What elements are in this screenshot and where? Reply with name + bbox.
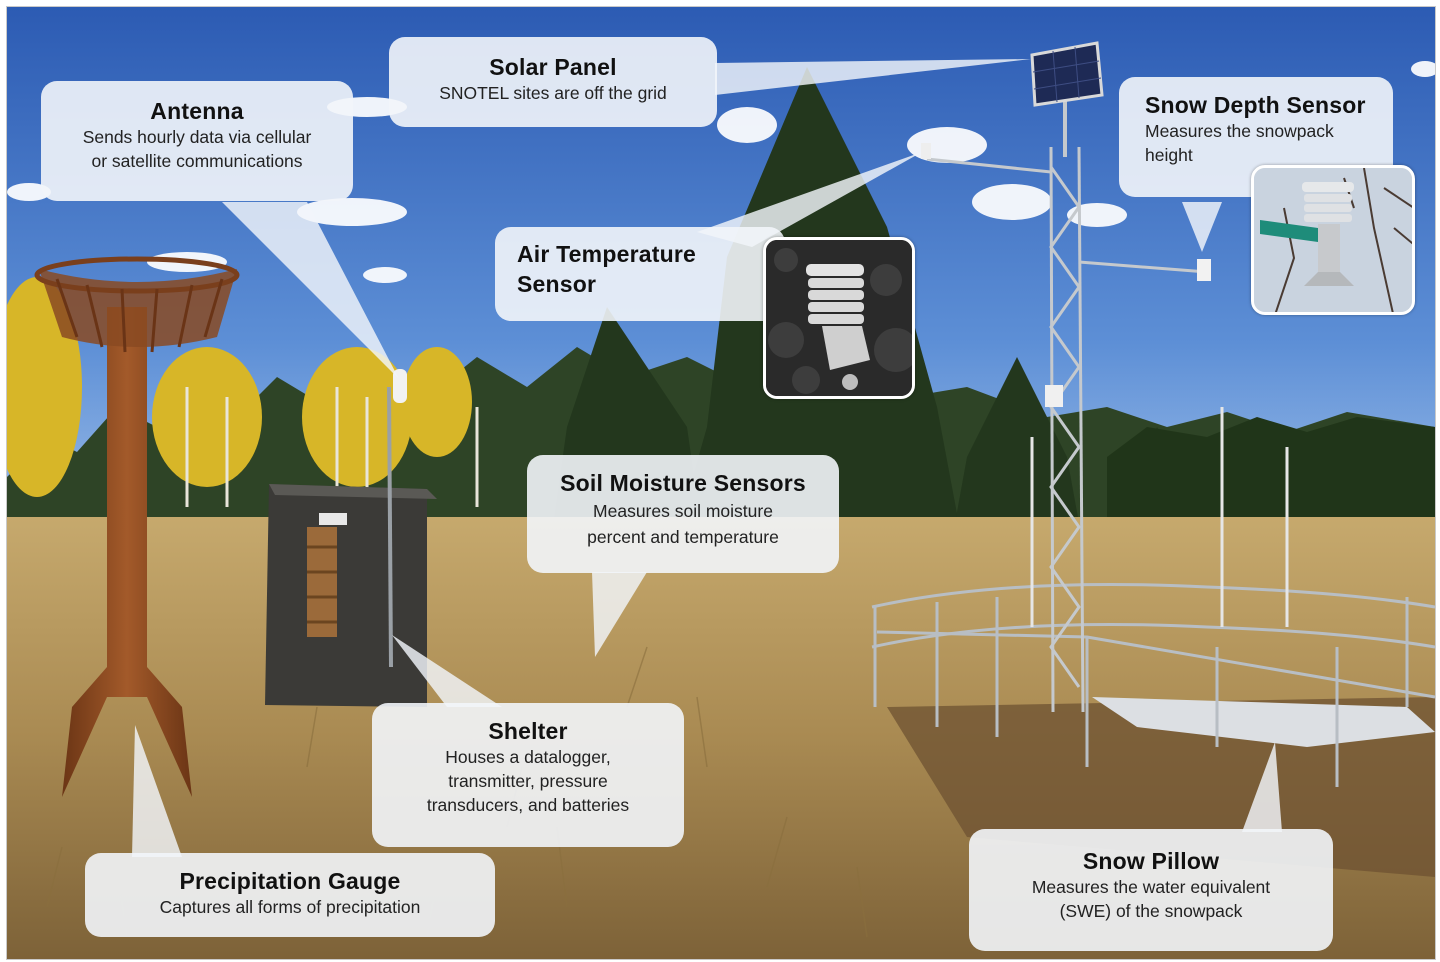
poles <box>1030 407 1289 627</box>
snow-depth-sensor-mount <box>1197 259 1211 281</box>
air-temp-sensor-mount <box>921 143 931 159</box>
solar-panel-title: Solar Panel <box>489 54 617 80</box>
antenna-callout: Antenna Sends hourly data via cellular o… <box>41 81 353 201</box>
air-temp-sensor-inset <box>763 237 915 399</box>
air-temp-title-line1: Air Temperature <box>517 241 696 267</box>
snow-pillow-pointer <box>1242 742 1282 832</box>
shelter-desc-line3: transducers, and batteries <box>426 795 630 815</box>
shelter-pointer <box>392 635 502 707</box>
snow-depth-desc-line2: height <box>1145 145 1193 165</box>
snow-pillow-desc-line1: Measures the water equivalent <box>1031 877 1271 897</box>
precipitation-gauge-structure <box>34 256 240 797</box>
solar-panel-desc: SNOTEL sites are off the grid <box>439 83 667 103</box>
air-temp-callout: Air Temperature Sensor <box>495 227 785 321</box>
snow-pillow-callout: Snow Pillow Measures the water equivalen… <box>969 829 1333 951</box>
callout-pointers <box>132 59 1282 857</box>
snow-depth-title: Snow Depth Sensor <box>1145 92 1366 118</box>
clouds <box>7 61 1435 283</box>
solar-panel <box>1030 41 1104 107</box>
snow-depth-desc-line1: Measures the snowpack <box>1145 121 1334 141</box>
snow-depth-pointer <box>1182 202 1222 252</box>
soil-moisture-desc-line1: Measures soil moisture <box>593 501 773 521</box>
fence <box>871 583 1435 787</box>
soil-moisture-callout: Soil Moisture Sensors Measures soil mois… <box>527 455 839 573</box>
tower-box <box>1045 385 1063 407</box>
solar-panel-callout: Solar Panel SNOTEL sites are off the gri… <box>389 37 717 127</box>
antenna-desc-line1: Sends hourly data via cellular <box>82 127 312 147</box>
air-temp-pointer <box>697 152 922 247</box>
shelter-callout: Shelter Houses a datalogger, transmitter… <box>372 703 684 847</box>
precip-gauge-desc: Captures all forms of precipitation <box>159 897 421 917</box>
antenna-desc-line2: or satellite communications <box>91 151 303 171</box>
shelter-desc-line1: Houses a datalogger, <box>445 747 611 767</box>
snow-depth-sensor-inset <box>1251 165 1415 315</box>
site-photo: Solar Panel SNOTEL sites are off the gri… <box>6 6 1436 960</box>
shelter-building <box>265 369 437 707</box>
solar-panel-pointer <box>715 59 1031 95</box>
precip-gauge-title: Precipitation Gauge <box>179 868 401 894</box>
antenna-pointer <box>222 202 399 379</box>
soil-moisture-pointer <box>592 572 647 657</box>
snow-pillow-title: Snow Pillow <box>1082 848 1220 874</box>
snow-pillow <box>1092 697 1435 747</box>
soil-moisture-title: Soil Moisture Sensors <box>560 470 806 496</box>
precip-gauge-callout: Precipitation Gauge Captures all forms o… <box>85 853 495 937</box>
shelter-title: Shelter <box>488 718 568 744</box>
snow-pillow-desc-line2: (SWE) of the snowpack <box>1059 901 1243 921</box>
soil-moisture-desc-line2: percent and temperature <box>587 527 779 547</box>
air-temp-title-line2: Sensor <box>517 271 597 297</box>
right-treeline <box>1107 417 1435 537</box>
precip-gauge-pointer <box>132 725 182 857</box>
antenna-title: Antenna <box>150 98 244 124</box>
shelter-desc-line2: transmitter, pressure <box>448 771 608 791</box>
